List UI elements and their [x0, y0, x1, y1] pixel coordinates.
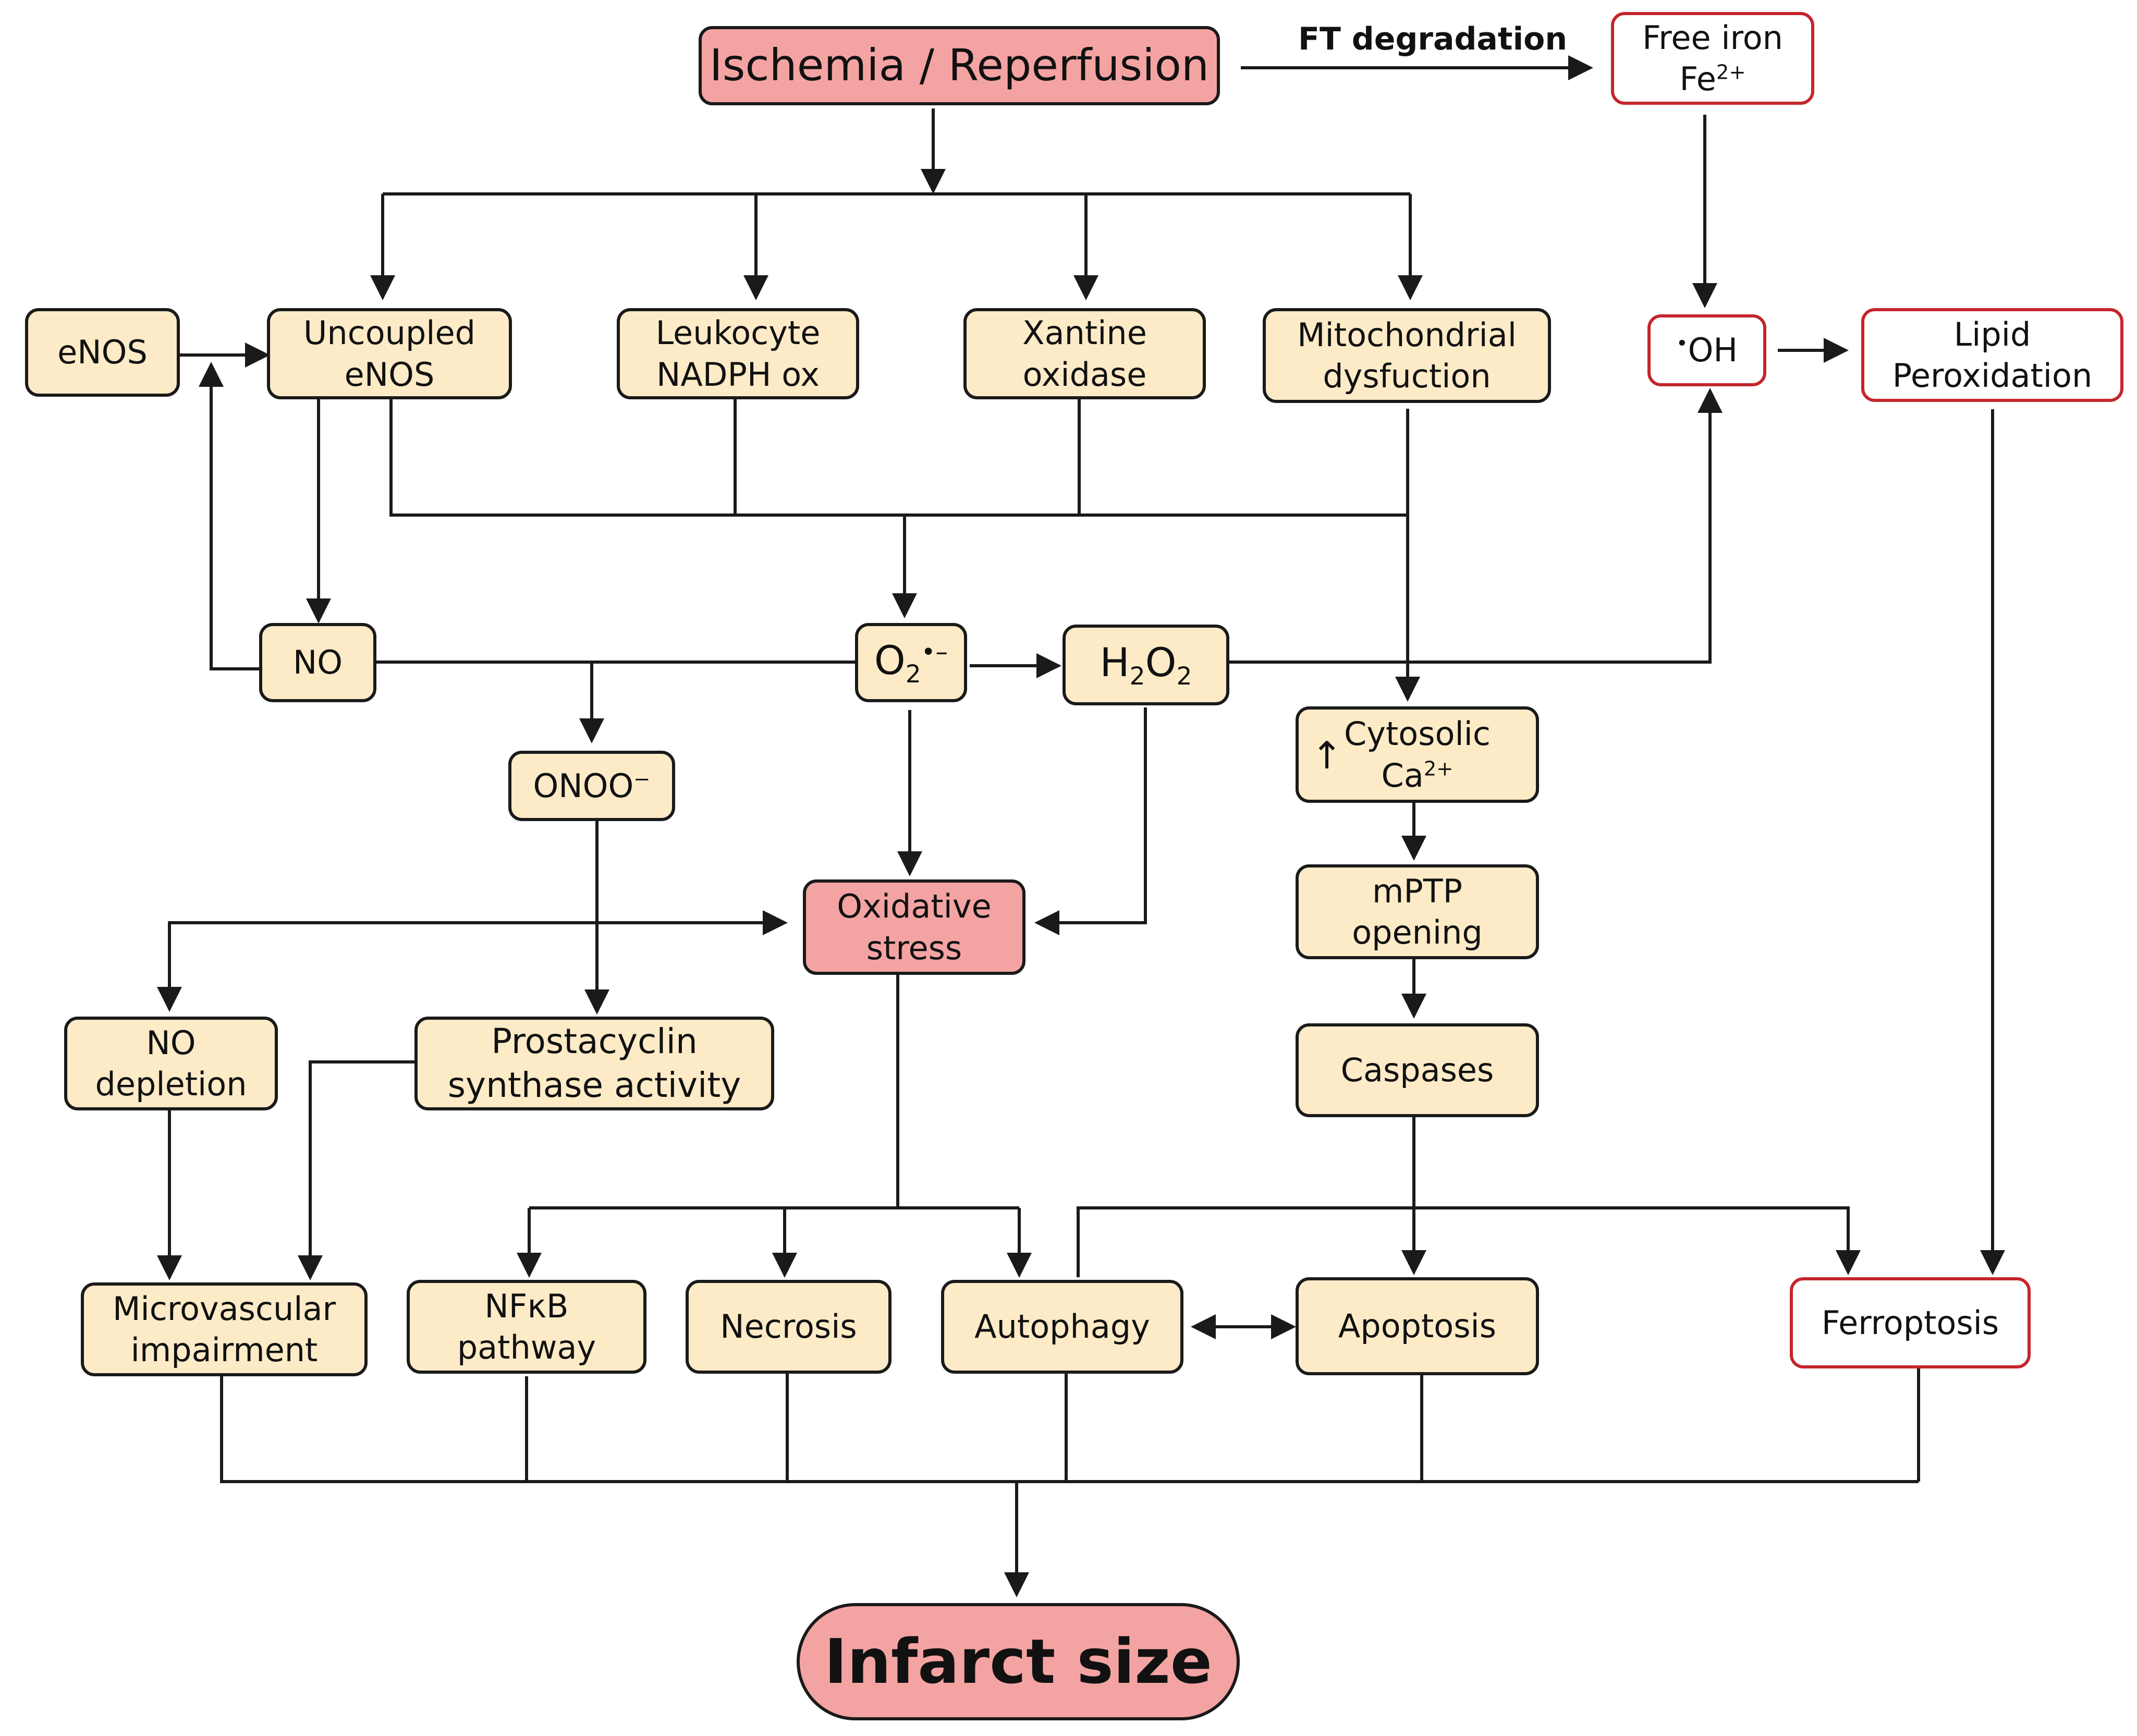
- cytosolic-calcium-node: ↑ Cytosolic Ca2+: [1296, 706, 1539, 803]
- free-iron-symbol: Fe: [1679, 60, 1716, 98]
- superoxide-o: O: [874, 637, 906, 683]
- nfkb-line1: NFκB: [484, 1287, 569, 1325]
- edge-outcome-collector: [220, 1376, 1919, 1483]
- uncoupled-enos-line2: eNOS: [344, 355, 435, 394]
- mito-line2: dysfuction: [1323, 357, 1491, 395]
- lipid-line2: Peroxidation: [1892, 357, 2093, 395]
- xantine-oxidase-node: Xantine oxidase: [963, 308, 1206, 399]
- superoxide-sup: •–: [921, 638, 948, 667]
- caspases-node: Caspases: [1296, 1023, 1539, 1117]
- prostacyclin-line1: Prostacyclin: [491, 1021, 698, 1061]
- calcium-symbol: Ca: [1381, 756, 1424, 794]
- onoo-formula: ONOO−: [533, 765, 651, 806]
- necrosis-label: Necrosis: [720, 1307, 857, 1346]
- ferroptosis-node: Ferroptosis: [1790, 1277, 2031, 1368]
- ferroptosis-label: Ferroptosis: [1821, 1303, 1999, 1342]
- edge-uncoupled-collector: [389, 398, 1408, 517]
- ischemia-reperfusion-node: Ischemia / Reperfusion: [699, 26, 1220, 105]
- peroxynitrite-node: ONOO−: [508, 751, 675, 821]
- hydroxyl-radical-node: •OH: [1647, 314, 1766, 386]
- calcium-charge: 2+: [1423, 756, 1454, 780]
- onoo-charge: −: [633, 767, 651, 791]
- nfkb-line2: pathway: [457, 1328, 596, 1366]
- oxidative-line1: Oxidative: [837, 887, 992, 926]
- apoptosis-label: Apoptosis: [1338, 1307, 1497, 1346]
- apoptosis-node: Apoptosis: [1296, 1277, 1539, 1375]
- uncoupled-enos-line1: Uncoupled: [303, 314, 476, 352]
- superoxide-formula: O2•–: [874, 635, 948, 691]
- leukocyte-nadph-node: Leukocyte NADPH ox: [617, 308, 859, 399]
- no-depletion-node: NO depletion: [64, 1017, 278, 1110]
- nfkb-pathway-node: NFκB pathway: [407, 1280, 646, 1374]
- superoxide-sub: 2: [905, 659, 921, 689]
- no-depletion-line1: NO: [146, 1023, 196, 1062]
- mitochondrial-dysfunction-node: Mitochondrial dysfuction: [1263, 308, 1551, 403]
- superoxide-node: O2•–: [855, 623, 967, 702]
- microvascular-line1: Microvascular: [113, 1289, 336, 1328]
- microvascular-line2: impairment: [130, 1331, 318, 1369]
- xantine-line2: oxidase: [1022, 355, 1147, 394]
- no-depletion-line2: depletion: [95, 1065, 247, 1103]
- mito-line1: Mitochondrial: [1297, 315, 1517, 354]
- mptp-opening-node: mPTP opening: [1296, 864, 1539, 959]
- autophagy-node: Autophagy: [941, 1280, 1183, 1374]
- edge-h2o2-oxidative: [1034, 707, 1147, 935]
- oxidative-stress-node: Oxidative stress: [803, 879, 1025, 975]
- caspases-label: Caspases: [1340, 1051, 1494, 1090]
- infarct-size-node: Infarct size: [797, 1603, 1240, 1720]
- h2o2-sub1: 2: [1129, 662, 1145, 691]
- edge-prostacyclin-microvascular: [298, 1060, 414, 1280]
- infarct-size-label: Infarct size: [824, 1625, 1212, 1697]
- onoo-label: ONOO: [533, 766, 634, 805]
- ischemia-reperfusion-label: Ischemia / Reperfusion: [709, 40, 1210, 91]
- edge-oxidative-nodepletion: [157, 910, 788, 1012]
- microvascular-impairment-node: Microvascular impairment: [81, 1282, 368, 1376]
- h2o2-sub2: 2: [1176, 662, 1192, 691]
- cytosolic-formula: Ca2+: [1344, 755, 1491, 796]
- necrosis-node: Necrosis: [686, 1280, 892, 1374]
- edge-no-feedback: [199, 362, 259, 670]
- enos-label: eNOS: [57, 333, 148, 372]
- prostacyclin-synthase-node: Prostacyclin synthase activity: [414, 1017, 774, 1110]
- mptp-line2: opening: [1352, 913, 1483, 951]
- uncoupled-enos-node: Uncoupled eNOS: [267, 308, 512, 399]
- h2o2-formula: H2O2: [1100, 637, 1192, 693]
- lipid-peroxidation-node: Lipid Peroxidation: [1861, 308, 2123, 402]
- hydroxyl-formula: •OH: [1676, 329, 1738, 371]
- mptp-line1: mPTP: [1372, 872, 1463, 910]
- prostacyclin-line2: synthase activity: [447, 1065, 741, 1105]
- free-iron-label: Free iron: [1642, 18, 1783, 57]
- autophagy-label: Autophagy: [974, 1307, 1150, 1346]
- hydrogen-peroxide-node: H2O2: [1063, 625, 1229, 705]
- leukocyte-line1: Leukocyte: [655, 314, 821, 352]
- hydroxyl-label: OH: [1688, 331, 1738, 370]
- no-label: NO: [292, 643, 343, 682]
- h2o2-o: O: [1145, 639, 1177, 686]
- leukocyte-line2: NADPH ox: [656, 355, 820, 394]
- lipid-line1: Lipid: [1953, 315, 2031, 353]
- cytosolic-line1: Cytosolic: [1344, 715, 1491, 753]
- free-iron-formula: Fe2+: [1642, 58, 1783, 100]
- radical-dot: •: [1676, 332, 1688, 356]
- increase-arrow-icon: ↑: [1311, 733, 1343, 777]
- ft-degradation-label: FT degradation: [1298, 21, 1568, 57]
- no-node: NO: [259, 623, 376, 702]
- edge-h2o2-oh: [1229, 388, 1723, 664]
- free-iron-node: Free iron Fe2+: [1611, 12, 1814, 105]
- enos-node: eNOS: [25, 308, 180, 397]
- oxidative-line2: stress: [866, 928, 962, 967]
- free-iron-charge: 2+: [1716, 60, 1746, 84]
- edge-autophagy-ferroptosis: [1077, 1206, 1861, 1277]
- h2o2-h: H: [1100, 639, 1130, 686]
- xantine-line1: Xantine: [1022, 314, 1147, 352]
